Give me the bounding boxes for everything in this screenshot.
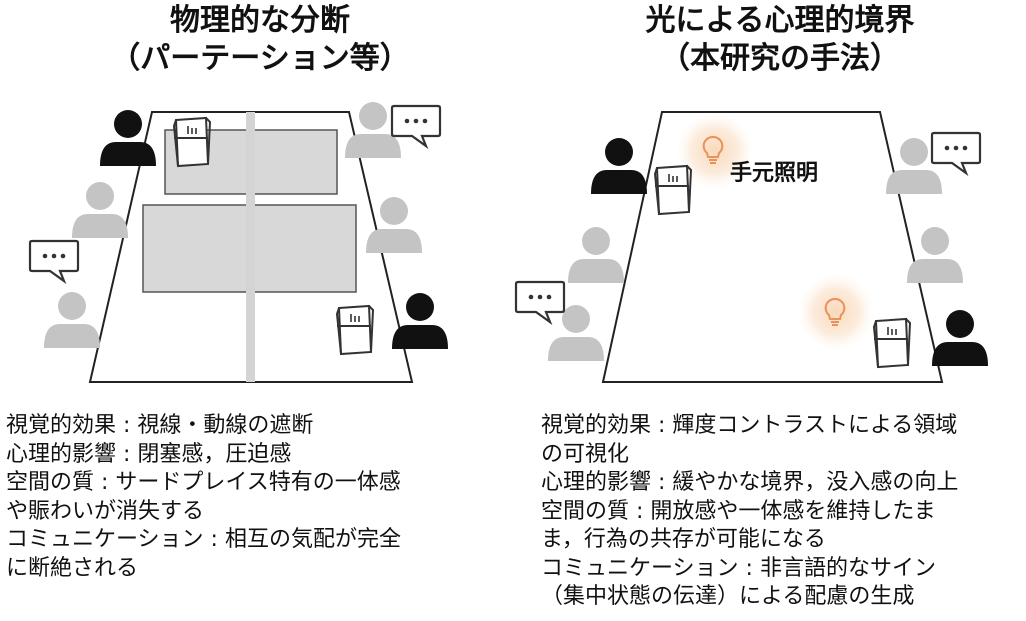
- desc-line: 心理的影響 : 緩やかな境界，没入感の向上: [541, 470, 959, 495]
- left-title-line1: 物理的な分断: [170, 3, 350, 38]
- desc-line: ま，行為の共存が可能になる: [541, 527, 826, 552]
- desc-line: コミュニケーション : 非言語的なサイン: [541, 555, 936, 581]
- left-diagram: [28, 102, 448, 383]
- open-book-icon: [173, 117, 211, 167]
- partition-center-divider: [246, 112, 255, 382]
- lamp-label: 手元照明: [730, 161, 819, 186]
- desc-line: 視覚的効果 : 輝度コントラストによる領域: [541, 413, 958, 438]
- desc-line: コミュニケーション : 相互の気配が完全: [6, 527, 401, 552]
- desc-line: に断絶される: [6, 555, 139, 581]
- desc-line: 視覚的効果 : 視線・動線の遮断: [6, 413, 314, 438]
- person-icon: [907, 227, 963, 283]
- desc-line: や賑わいが消失する: [6, 498, 205, 524]
- lamp-glow: [677, 113, 753, 189]
- right-title: 光による心理的境界 （本研究の手法）: [540, 2, 1020, 78]
- speech-bubble-icon: [930, 131, 982, 175]
- left-title-line2: （パーテーション等）: [110, 41, 410, 76]
- right-title-line1: 光による心理的境界: [645, 3, 915, 38]
- person-icon: [568, 227, 624, 283]
- person-icon: [548, 305, 604, 361]
- left-title: 物理的な分断 （パーテーション等）: [40, 2, 480, 78]
- left-description: 視覚的効果 : 視線・動線の遮断 心理的影響 : 閉塞感，圧迫感 空間の質 : …: [6, 412, 401, 583]
- person-icon: [44, 292, 100, 348]
- open-book-icon: [873, 318, 911, 368]
- lamp-glow: [798, 274, 874, 350]
- active-person-icon: [392, 293, 448, 349]
- desc-line: 心理的影響 : 閉塞感，圧迫感: [6, 441, 292, 467]
- speech-bubble-icon: [390, 104, 442, 148]
- desc-line: （集中状態の伝達）による配慮の生成: [541, 584, 915, 609]
- desc-line: の可視化: [541, 441, 630, 467]
- speech-bubble-icon: [28, 239, 80, 283]
- open-book-icon: [336, 305, 374, 355]
- speech-bubble-icon: [514, 280, 566, 324]
- right-diagram: [514, 111, 988, 383]
- open-book-icon: [654, 165, 692, 215]
- active-person-icon: [591, 138, 647, 194]
- active-person-icon: [932, 310, 988, 366]
- right-description: 視覚的効果 : 輝度コントラストによる領域 の可視化 心理的影響 : 緩やかな境…: [541, 412, 958, 612]
- person-icon: [72, 182, 128, 238]
- right-title-line2: （本研究の手法）: [660, 41, 900, 76]
- desc-line: 空間の質 : 開放感や一体感を維持したま: [541, 498, 936, 524]
- desc-line: 空間の質 : サードプレイス特有の一体感: [6, 470, 401, 495]
